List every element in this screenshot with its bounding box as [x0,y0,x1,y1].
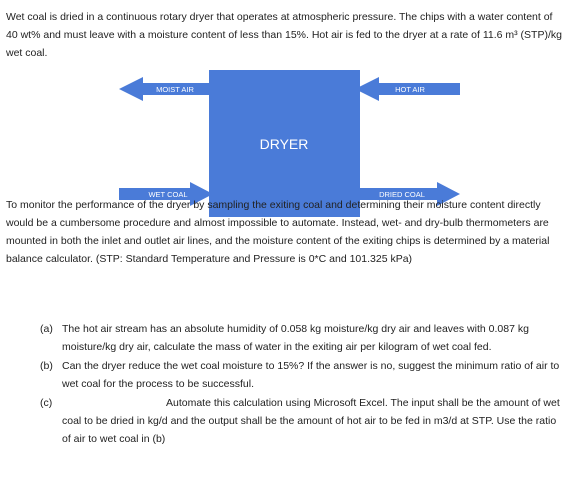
question-text: Automate this calculation using Microsof… [62,397,560,445]
question-label: (a) [40,323,53,335]
wet-coal-arrow [119,182,213,206]
moist-air-label: MOIST AIR [156,85,194,94]
wet-coal-label: WET COAL [148,190,187,199]
dryer-label: DRYER [260,136,309,152]
monitor-paragraph: To monitor the performance of the dryer … [6,199,550,265]
question-text: Can the dryer reduce the wet coal moistu… [62,360,560,390]
dryer-box [209,70,360,217]
question-item-a: (a) The hot air stream has an absolute h… [40,320,565,356]
hot-air-arrow [355,77,460,101]
intro-paragraph: Wet coal is dried in a continuous rotary… [6,11,562,59]
question-list: (a) The hot air stream has an absolute h… [40,320,565,448]
question-text: The hot air stream has an absolute humid… [62,323,529,353]
question-item-b: (b) Can the dryer reduce the wet coal mo… [40,357,565,393]
question-label: (c) [40,397,53,409]
question-item-c: (c) Automate this calculation using Micr… [40,394,565,448]
moist-air-arrow [119,77,211,101]
hot-air-label: HOT AIR [395,85,425,94]
dryer-diagram: DRYER MOIST AIR HOT AIR WET COAL DRIED C… [119,70,460,217]
question-label: (b) [40,360,53,372]
dried-coal-arrow [355,182,460,206]
dried-coal-label: DRIED COAL [379,190,425,199]
